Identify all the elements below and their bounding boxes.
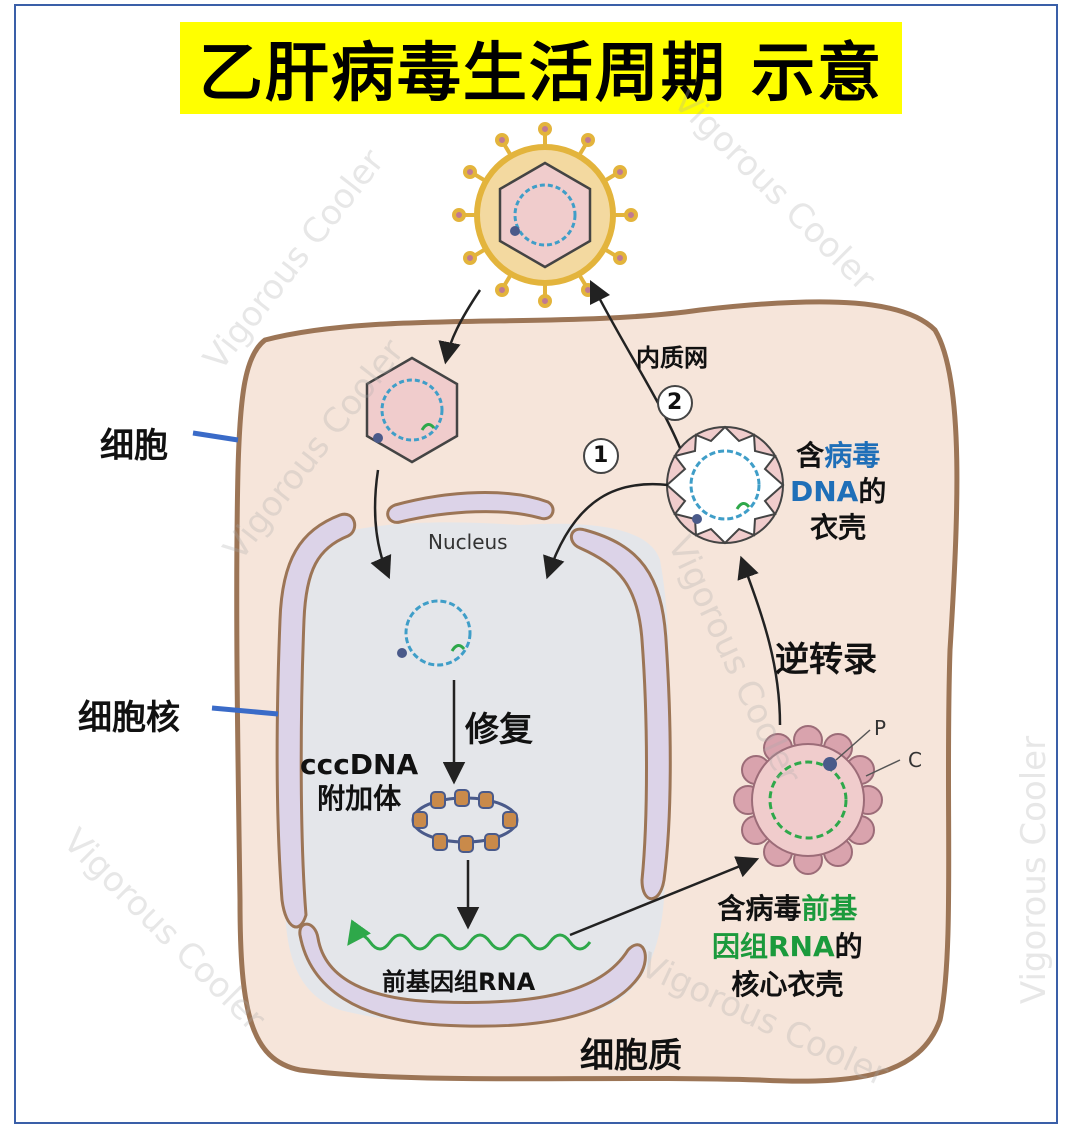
- arrow-reverse-transcription: [737, 555, 782, 726]
- label-cytoplasm: 细胞质: [580, 1036, 682, 1076]
- pgrna-nucleocapsid: [733, 725, 901, 875]
- label-c: C: [908, 748, 922, 772]
- label-reverse-transcription: 逆转录: [775, 640, 877, 680]
- page-title: 乙肝病毒生活周期 示意: [198, 37, 884, 111]
- nucleus: [282, 522, 670, 1025]
- step-1-circle: [583, 438, 619, 474]
- entering-capsid: [365, 356, 459, 464]
- cccdna-minichromosome: [411, 789, 519, 853]
- label-cell: 细胞: [100, 426, 168, 466]
- label-p: P: [874, 716, 887, 740]
- cccdna-line1: cccDNA: [300, 748, 419, 781]
- dna-capsid-dna: DNA: [790, 475, 859, 508]
- nuclear-envelope: [275, 491, 672, 1028]
- label-nucleus: 细胞核: [78, 698, 180, 738]
- arrow-secretion: [589, 279, 682, 449]
- label-nucleus-en: Nucleus: [428, 530, 508, 554]
- step-1-label: 1: [593, 443, 609, 468]
- core-prefix: 含病毒: [717, 892, 802, 925]
- virion: [452, 122, 638, 308]
- label-repair: 修复: [465, 710, 533, 750]
- core-shell: 核心衣壳: [731, 968, 844, 1001]
- title-banner: 乙肝病毒生活周期 示意: [180, 22, 902, 114]
- cccdna-line2: 附加体: [317, 782, 402, 815]
- label-dna-capsid: 含病毒 DNA的 衣壳: [790, 438, 886, 546]
- label-er: 内质网: [636, 344, 708, 372]
- step-2-label: 2: [667, 390, 683, 415]
- virion-spikes: [452, 122, 638, 308]
- core-rna: 因组RNA: [712, 930, 835, 963]
- cell-pointer: [192, 430, 239, 443]
- label-cccdna: cccDNA 附加体: [300, 748, 418, 816]
- dna-capsid-shell: 衣壳: [810, 511, 867, 544]
- arrow-recycle: [543, 482, 669, 580]
- core-pg: 前基: [801, 892, 858, 925]
- label-nucleocapsid: 含病毒前基 因组RNA的 核心衣壳: [712, 890, 863, 1004]
- dna-capsid: [665, 425, 785, 545]
- arrow-export: [569, 856, 760, 937]
- pgrna-strand: [347, 919, 592, 951]
- pathway-arrows: [370, 279, 782, 937]
- label-pgrna: 前基因组RNA: [382, 968, 536, 996]
- dna-capsid-of: 的: [858, 475, 887, 508]
- dna-capsid-virus: 病毒: [824, 439, 881, 472]
- core-of: 的: [834, 930, 863, 963]
- rcdna-in-nucleus: [397, 599, 472, 667]
- dna-capsid-prefix: 含: [796, 439, 825, 472]
- arrow-uncoat: [370, 469, 392, 580]
- nucleus-pointer: [211, 705, 279, 717]
- step-2-circle: [657, 385, 693, 421]
- arrow-entry: [438, 289, 482, 365]
